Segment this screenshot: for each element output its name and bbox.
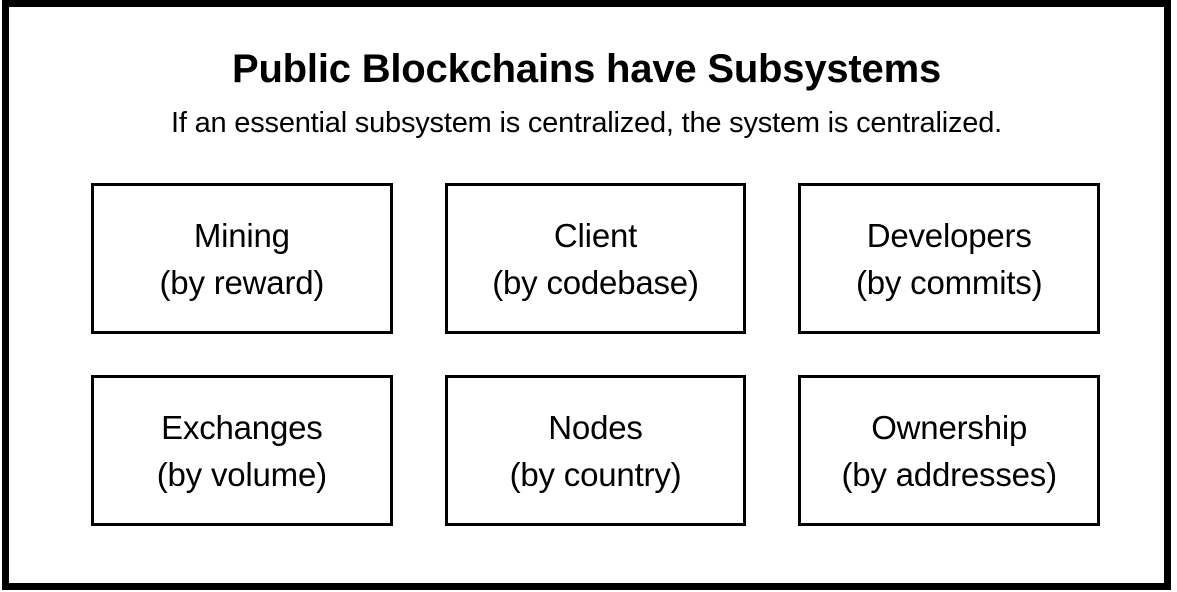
slide-content: Public Blockchains have Subsystems If an…: [9, 7, 1164, 583]
subsystem-name: Client: [553, 216, 638, 254]
subsystem-box-developers: Developers (by commits): [798, 183, 1101, 334]
subsystem-box-client: Client (by codebase): [444, 183, 747, 334]
page-subtitle: If an essential subsystem is centralized…: [171, 107, 1002, 139]
subsystem-box-exchanges: Exchanges (by volume): [91, 375, 393, 526]
subsystem-row: Mining (by reward) Client (by codebase) …: [91, 183, 1101, 334]
subsystem-name: Nodes: [548, 408, 643, 446]
subsystem-grid: Mining (by reward) Client (by codebase) …: [91, 183, 1101, 526]
subsystem-name: Ownership: [871, 408, 1028, 446]
subsystem-metric: (by volume): [156, 455, 327, 493]
subsystem-name: Exchanges: [161, 408, 323, 446]
subsystem-box-ownership: Ownership (by addresses): [798, 375, 1101, 526]
subsystem-name: Mining: [193, 216, 290, 254]
subsystem-metric: (by reward): [159, 263, 325, 301]
page-title: Public Blockchains have Subsystems: [231, 47, 942, 91]
subsystem-metric: (by commits): [855, 263, 1043, 301]
subsystem-box-mining: Mining (by reward): [91, 183, 393, 334]
subsystem-row: Exchanges (by volume) Nodes (by country)…: [91, 375, 1101, 526]
subsystem-name: Developers: [866, 216, 1032, 254]
subsystem-metric: (by addresses): [841, 455, 1057, 493]
subsystem-metric: (by country): [509, 455, 682, 493]
subsystem-metric: (by codebase): [492, 263, 699, 301]
subsystem-box-nodes: Nodes (by country): [444, 375, 747, 526]
